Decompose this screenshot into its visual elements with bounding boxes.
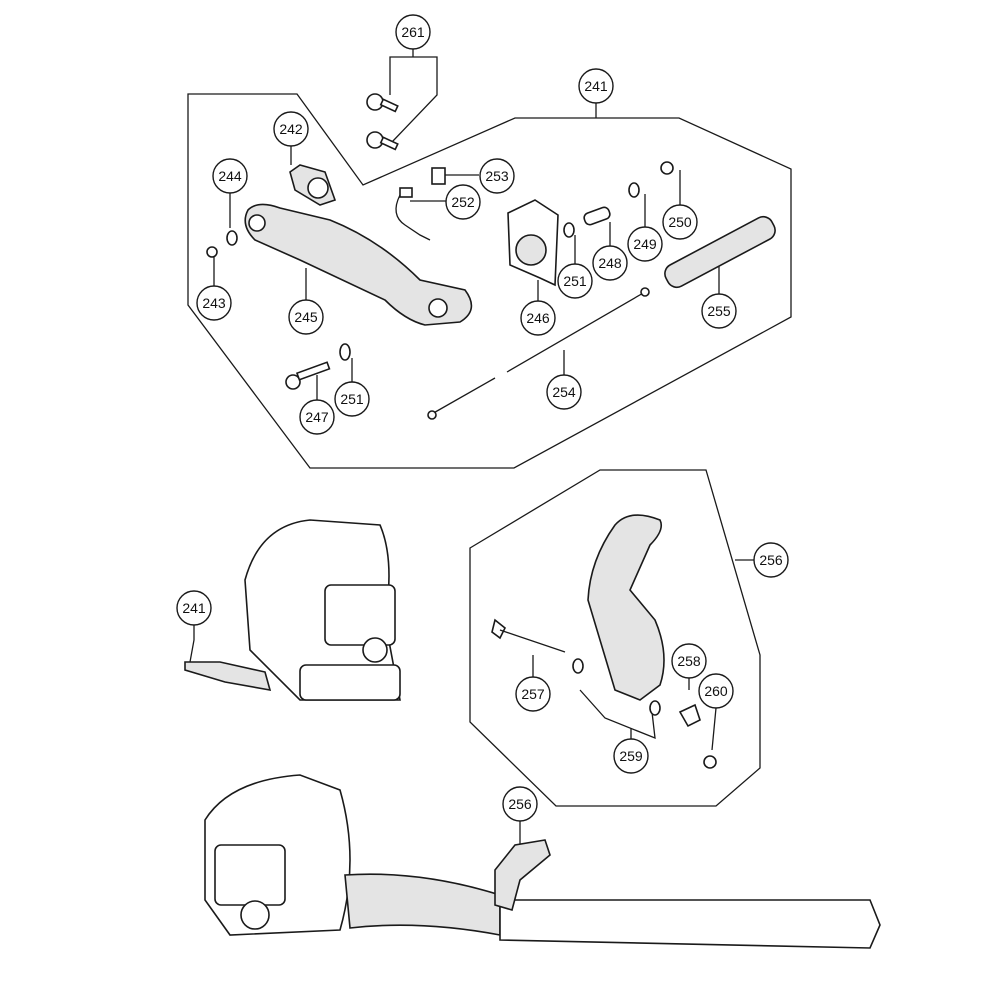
callout-250: 250 bbox=[662, 204, 698, 240]
callout-247: 247 bbox=[299, 399, 335, 435]
blower-illustration-top bbox=[184, 519, 401, 701]
svg-text:245: 245 bbox=[294, 309, 318, 325]
callout-241: 241 bbox=[578, 68, 614, 104]
callout-255: 255 bbox=[701, 293, 737, 329]
part-switch-242 bbox=[289, 164, 337, 206]
part-washer-249 bbox=[628, 182, 640, 198]
callout-249: 249 bbox=[627, 226, 663, 262]
callout-246: 246 bbox=[520, 300, 556, 336]
part-cable-254 bbox=[427, 287, 650, 420]
callout-258: 258 bbox=[671, 643, 707, 679]
svg-text:246: 246 bbox=[526, 310, 550, 326]
callout-259: 259 bbox=[613, 738, 649, 774]
svg-text:252: 252 bbox=[451, 194, 475, 210]
svg-text:244: 244 bbox=[218, 168, 242, 184]
callout-248: 248 bbox=[592, 245, 628, 281]
part-wingnut-258 bbox=[678, 703, 701, 728]
callout-260: 260 bbox=[698, 673, 734, 709]
callout-245: 245 bbox=[288, 299, 324, 335]
svg-text:251: 251 bbox=[340, 391, 364, 407]
callout-251b: 251 bbox=[334, 381, 370, 417]
callouts: 261 241 242 244 253 252 250 249 248 251 … bbox=[176, 14, 789, 822]
part-cable-252 bbox=[395, 187, 431, 241]
part-nut-243 bbox=[206, 246, 218, 258]
svg-text:249: 249 bbox=[633, 236, 657, 252]
svg-text:255: 255 bbox=[707, 303, 731, 319]
callout-244: 244 bbox=[212, 158, 248, 194]
part-washer-259b bbox=[649, 700, 661, 716]
svg-text:243: 243 bbox=[202, 295, 226, 311]
part-spring-248 bbox=[583, 206, 611, 226]
callout-252: 252 bbox=[445, 184, 481, 220]
svg-text:242: 242 bbox=[279, 121, 303, 137]
blower-illustration-bottom bbox=[204, 774, 881, 949]
group-outline-241 bbox=[187, 93, 792, 469]
callout-257: 257 bbox=[515, 676, 551, 712]
svg-text:253: 253 bbox=[485, 168, 509, 184]
group-outline-256 bbox=[469, 469, 761, 807]
svg-text:241: 241 bbox=[182, 600, 206, 616]
part-handle-256 bbox=[587, 514, 665, 701]
svg-text:258: 258 bbox=[677, 653, 701, 669]
part-washer-251 bbox=[563, 222, 575, 238]
svg-text:248: 248 bbox=[598, 255, 622, 271]
callout-243: 243 bbox=[196, 285, 232, 321]
part-nut-250 bbox=[660, 161, 674, 175]
part-washer-251b bbox=[339, 343, 351, 361]
callout-256b: 256 bbox=[502, 786, 538, 822]
callout-254: 254 bbox=[546, 374, 582, 410]
part-nut-260 bbox=[703, 755, 717, 769]
svg-text:247: 247 bbox=[305, 409, 329, 425]
svg-text:260: 260 bbox=[704, 683, 728, 699]
svg-text:261: 261 bbox=[401, 24, 425, 40]
part-bolt-247 bbox=[285, 361, 331, 390]
part-washer-259a bbox=[572, 658, 584, 674]
svg-text:241: 241 bbox=[584, 78, 608, 94]
part-screws-261 bbox=[366, 93, 399, 151]
part-washer-244 bbox=[226, 230, 238, 246]
callout-253: 253 bbox=[479, 158, 515, 194]
callout-251: 251 bbox=[557, 263, 593, 299]
leader-lines bbox=[189, 49, 754, 845]
part-lever-245 bbox=[244, 203, 473, 326]
svg-text:251: 251 bbox=[563, 273, 587, 289]
part-clip-253 bbox=[431, 167, 446, 185]
callout-256: 256 bbox=[753, 542, 789, 578]
callout-241b: 241 bbox=[176, 590, 212, 626]
part-wingbolt-257 bbox=[491, 618, 566, 653]
svg-text:256: 256 bbox=[759, 552, 783, 568]
callout-242: 242 bbox=[273, 111, 309, 147]
callout-261: 261 bbox=[395, 14, 431, 50]
svg-text:259: 259 bbox=[619, 748, 643, 764]
part-bracket-246 bbox=[507, 199, 559, 287]
svg-text:250: 250 bbox=[668, 214, 692, 230]
svg-text:256: 256 bbox=[508, 796, 532, 812]
svg-text:257: 257 bbox=[521, 686, 545, 702]
part-grip-255 bbox=[664, 215, 776, 289]
svg-text:254: 254 bbox=[552, 384, 576, 400]
